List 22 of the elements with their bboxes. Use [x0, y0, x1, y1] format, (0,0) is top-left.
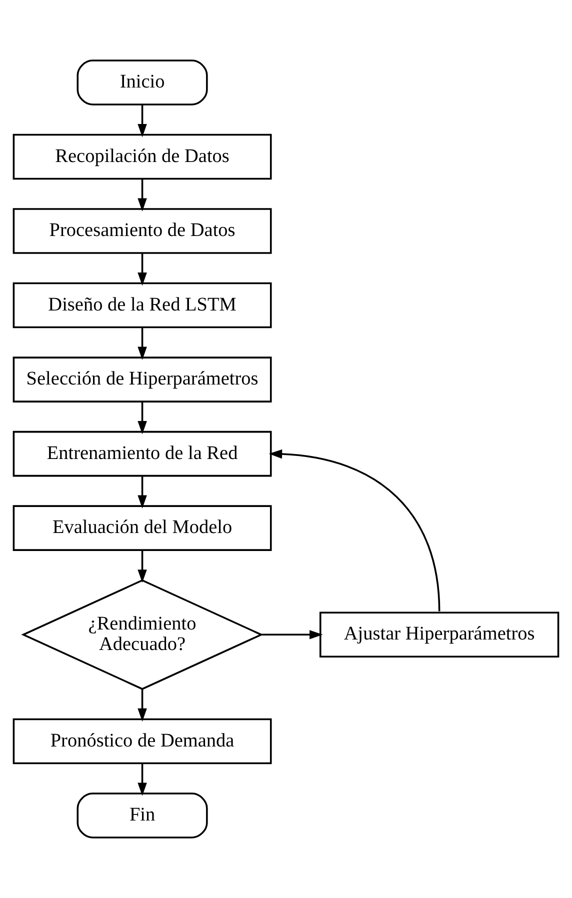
node-box: Pronóstico de Demanda	[12, 718, 272, 764]
node-box: Selección de Hiperparámetros	[12, 356, 272, 402]
arrow	[262, 630, 323, 640]
node-diamond: ¿Rendimiento Adecuado?	[21, 579, 264, 690]
arrow	[138, 104, 147, 138]
arrow	[138, 178, 147, 212]
node-box: Recopilación de Datos	[12, 134, 272, 180]
arrow	[138, 253, 147, 286]
node-box: Fin	[76, 792, 208, 838]
arrow	[138, 689, 147, 722]
node-box: Evaluación del Modelo	[12, 505, 272, 551]
node-box: Procesamiento de Datos	[12, 208, 272, 254]
node-box: Inicio	[76, 60, 208, 106]
arrow	[138, 763, 147, 796]
node-box: Entrenamiento de la Red	[12, 430, 272, 477]
arrow	[138, 550, 147, 583]
node-box: Diseño de la Red LSTM	[12, 282, 272, 328]
node-box: Ajustar Hiperparámetros	[319, 612, 560, 658]
arrow	[138, 476, 147, 509]
arrow	[138, 327, 147, 360]
arrow	[138, 402, 147, 434]
arrow	[268, 449, 440, 612]
